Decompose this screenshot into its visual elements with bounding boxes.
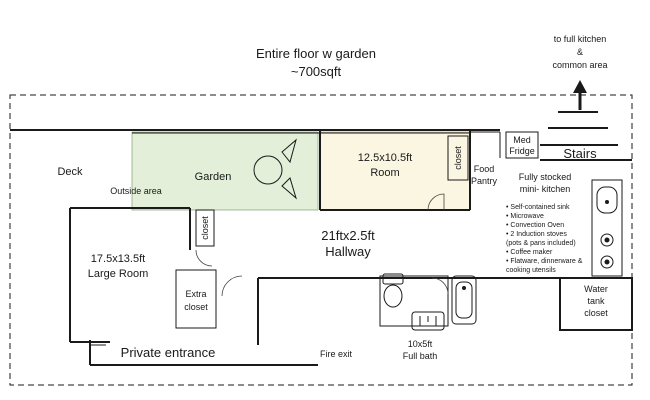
kitchen-note-line3: common area (552, 60, 607, 70)
water-tank-closet (559, 277, 633, 331)
stairs-icon (540, 111, 618, 146)
water-tank-label-2: tank (587, 296, 605, 306)
feature-item: cooking utensils (506, 267, 556, 274)
feature-item: • Convection Oven (506, 222, 564, 229)
garden-label: Garden (195, 171, 232, 183)
extra-closet-label-1: Extra (185, 289, 206, 299)
kitchen-note-line2: & (577, 47, 583, 57)
property-boundary (9, 94, 633, 386)
feature-item: • Flatware, dinnerware & (506, 258, 583, 265)
plan-area: ~700sqft (291, 64, 342, 79)
feature-item: • Self-contained sink (506, 204, 570, 211)
plan-title: Entire floor w garden (256, 46, 376, 61)
water-tank-label-3: closet (584, 308, 608, 318)
sink-icon (596, 186, 618, 214)
feature-item: • Microwave (506, 213, 544, 220)
mini-kitchen-feature-list: • Self-contained sink • Microwave • Conv… (506, 204, 583, 274)
mini-kitchen-title-1: Fully stocked (519, 172, 572, 182)
water-tank-label-1: Water (584, 284, 608, 294)
room-label: Room (370, 167, 399, 179)
outside-area-label: Outside area (110, 186, 162, 196)
large-room-label: Large Room (88, 268, 149, 280)
toilet-icon (382, 273, 404, 308)
med-fridge-label-2: Fridge (509, 146, 535, 156)
bath-sink-icon (411, 311, 445, 331)
hallway-label: Hallway (325, 244, 371, 259)
kitchen-note-line1: to full kitchen (554, 34, 607, 44)
bathtub-icon (451, 275, 477, 325)
extra-closet-label-2: closet (184, 302, 208, 312)
large-closet-label: closet (200, 216, 210, 240)
bath-label: Full bath (403, 351, 438, 361)
bath-size-label: 10x5ft (408, 339, 433, 349)
feature-item: • Coffee maker (506, 249, 553, 256)
food-pantry-label-2: Pantry (471, 176, 498, 186)
large-room-closet (195, 209, 215, 247)
room-size-label: 12.5x10.5ft (358, 152, 412, 164)
kitchen-counter (591, 179, 623, 277)
deck-label: Deck (57, 166, 83, 178)
stairs-label: Stairs (563, 146, 597, 161)
table-chairs-icon (253, 138, 297, 200)
fire-exit-label: Fire exit (320, 349, 353, 359)
food-pantry-label-1: Food (474, 164, 495, 174)
private-entrance-label: Private entrance (121, 345, 216, 360)
hall-door (221, 275, 243, 297)
hallway-size-label: 21ftx2.5ft (321, 228, 375, 243)
med-fridge-label-1: Med (513, 135, 531, 145)
induction-stove-icon (600, 233, 614, 269)
room-closet (447, 135, 469, 181)
large-room-size-label: 17.5x13.5ft (91, 253, 145, 265)
garden-area (131, 131, 319, 211)
room-door (427, 193, 445, 211)
mini-kitchen-title-2: mini- kitchen (520, 184, 571, 194)
extra-closet (175, 269, 217, 329)
med-fridge (505, 131, 539, 159)
feature-item: • 2 Induction stoves (506, 231, 567, 238)
room-closet-label: closet (453, 146, 463, 170)
feature-item: (pots & pans included) (506, 240, 576, 247)
